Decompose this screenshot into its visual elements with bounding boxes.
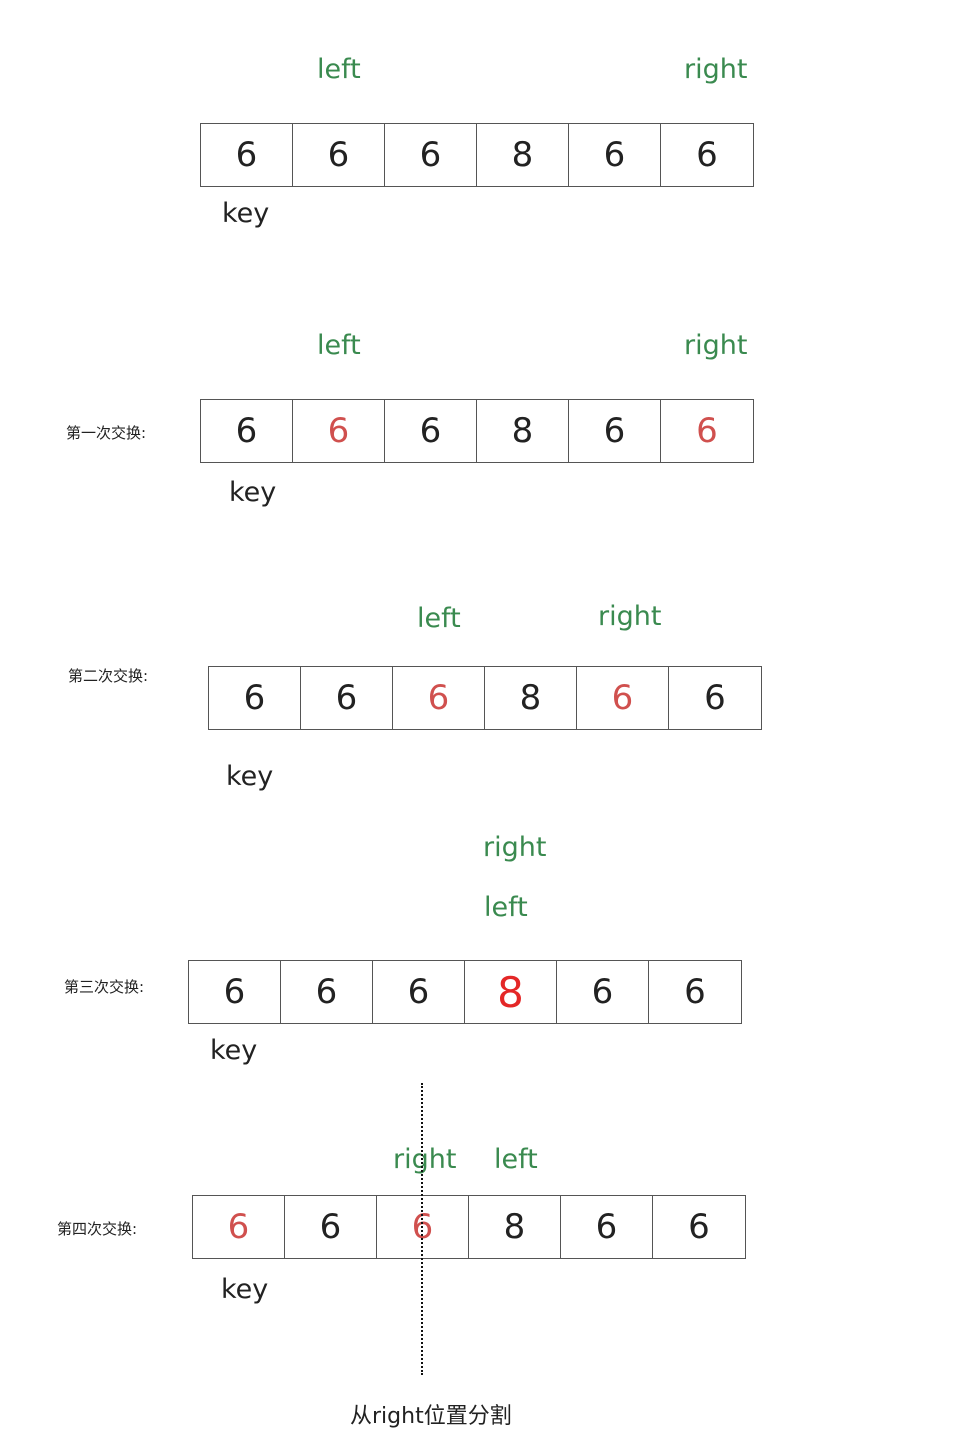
array-cell: 6 — [557, 961, 649, 1023]
array-cell: 6 — [696, 411, 718, 451]
array-cell: 8 — [477, 124, 569, 186]
split-dotted-line — [421, 1083, 423, 1375]
array-cell: 6 — [201, 400, 293, 462]
array-cell: 6 — [193, 1196, 285, 1258]
array-cell: 6 — [189, 961, 281, 1023]
right-pointer-label: right — [684, 54, 748, 85]
array-cell: 6 — [385, 124, 477, 186]
left-pointer-label: left — [317, 330, 361, 361]
right-pointer-label: right — [684, 330, 748, 361]
array: 6 6 6 8 6 6 — [192, 1195, 746, 1259]
right-pointer-label: right — [483, 832, 547, 863]
array-cell: 6 — [561, 1196, 653, 1258]
right-pointer-label: right — [598, 601, 662, 632]
array: 6 6 6 8 6 6 — [200, 399, 754, 463]
array: 6 6 6 8 6 6 — [208, 666, 762, 730]
array: 6 6 6 8 6 6 — [188, 960, 742, 1024]
left-pointer-label: left — [317, 54, 361, 85]
left-pointer-label: left — [494, 1144, 538, 1175]
left-pointer-label: left — [417, 603, 461, 634]
array-cell: 6 — [577, 667, 669, 729]
array-cell: 6 — [209, 667, 301, 729]
array-cell: 6 — [385, 400, 477, 462]
key-label: key — [210, 1035, 258, 1066]
right-pointer-label: right — [393, 1144, 457, 1175]
step-label: 第二次交换: — [68, 667, 149, 685]
array-cell: 6 — [293, 124, 385, 186]
step-label: 第四次交换: — [57, 1220, 138, 1238]
array-cell: 6 — [569, 124, 661, 186]
array-cell: 6 — [569, 400, 661, 462]
array: 6 6 6 8 6 6 — [200, 123, 754, 187]
array-cell: 8 — [469, 1196, 561, 1258]
array-cell: 6 — [696, 135, 718, 175]
step-2: 第二次交换: left right 6 6 6 8 6 6 key — [0, 0, 975, 792]
array-cell: 6 — [393, 667, 485, 729]
key-label: key — [222, 198, 270, 229]
array-cell: 6 — [373, 961, 465, 1023]
split-caption: 从right位置分割 — [350, 1404, 512, 1429]
step-label: 第三次交换: — [64, 978, 145, 996]
step-label: 第一次交换: — [66, 424, 147, 442]
array-cell: 6 — [301, 667, 393, 729]
left-pointer-label: left — [484, 892, 528, 923]
array-cell: 6 — [281, 961, 373, 1023]
step-4: 第四次交换: right left 6 6 6 8 6 6 key — [0, 0, 975, 1305]
array-cell: 6 — [377, 1196, 469, 1258]
array-cell: 8 — [465, 961, 557, 1023]
array-cell: 6 — [201, 124, 293, 186]
array-cell: 6 — [704, 678, 726, 718]
step-1: 第一次交换: left right 6 6 6 8 6 6 key — [0, 0, 975, 508]
array-cell: 6 — [293, 400, 385, 462]
array-cell: 6 — [684, 972, 706, 1012]
array-cell: 8 — [477, 400, 569, 462]
step-3: 第三次交换: right left 6 6 6 8 6 6 key — [0, 0, 975, 1066]
array-cell: 6 — [688, 1207, 710, 1247]
key-label: key — [229, 477, 277, 508]
array-cell: 8 — [485, 667, 577, 729]
key-label: key — [226, 761, 274, 792]
array-cell: 6 — [285, 1196, 377, 1258]
key-label: key — [221, 1274, 269, 1305]
step-0: left right 6 6 6 8 6 6 key — [0, 0, 975, 229]
